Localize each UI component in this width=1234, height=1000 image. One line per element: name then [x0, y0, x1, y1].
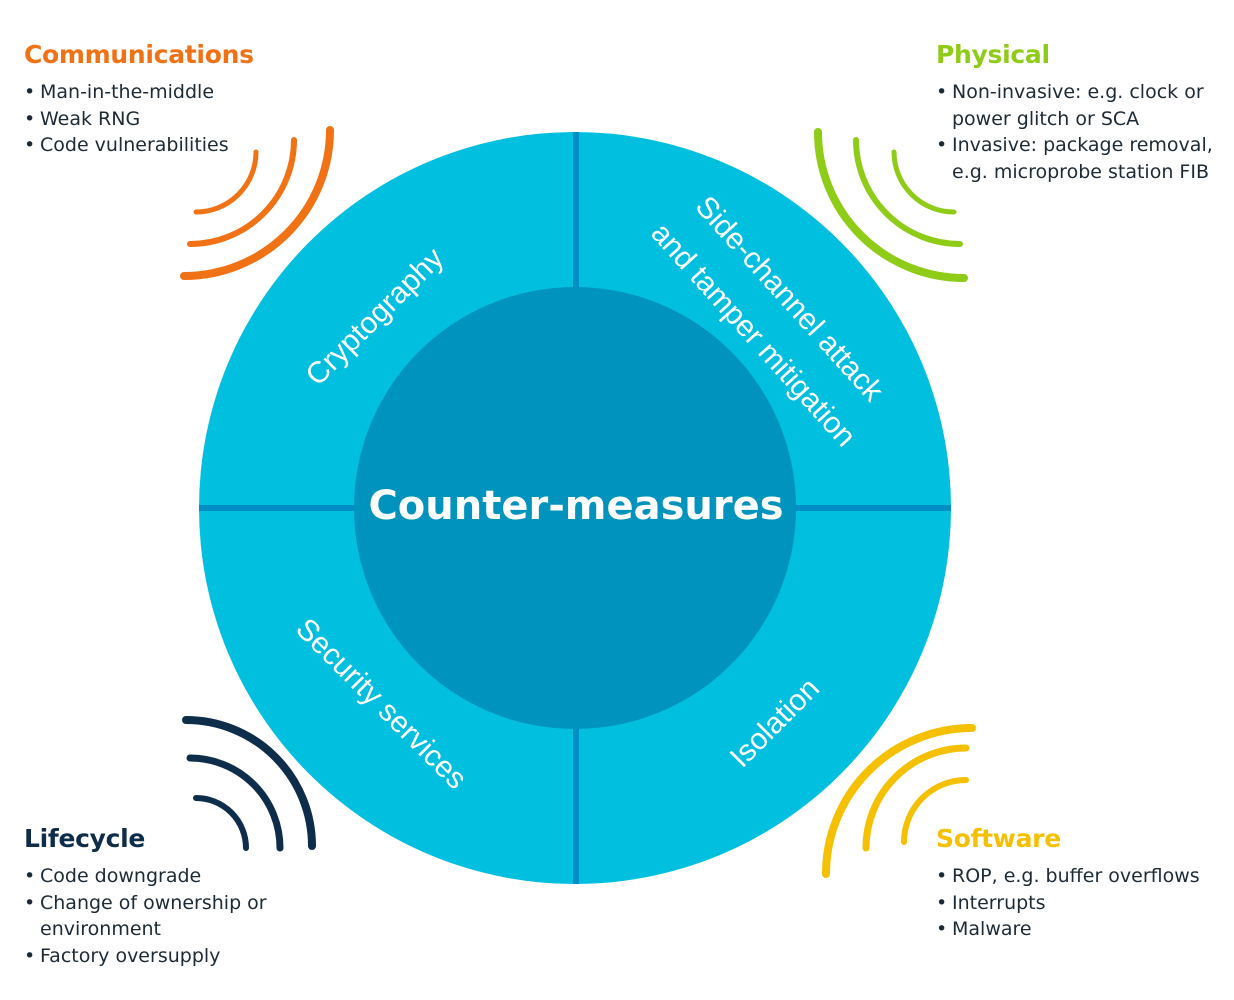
list-item: Invasive: package removal, e.g. micropro…	[936, 132, 1234, 185]
lifecycle-signal-icon	[182, 716, 316, 852]
physical-signal-icon	[814, 128, 968, 282]
physical-signal-arc-small	[891, 149, 957, 215]
communications-signal-icon	[180, 126, 334, 280]
list-item: Change of ownership or environment	[24, 890, 334, 943]
list-item: Factory oversupply	[24, 943, 334, 970]
communications-list: Man-in-the-middle Weak RNG Code vulnerab…	[24, 79, 334, 159]
list-item: Malware	[936, 916, 1234, 943]
software-signal-arc-large	[822, 724, 976, 878]
list-item: Weak RNG	[24, 106, 334, 133]
communications-signal-arc-small	[193, 149, 259, 215]
list-item: Non-invasive: e.g. clock or power glitch…	[936, 79, 1234, 132]
lifecycle-panel: Lifecycle Code downgrade Change of owner…	[24, 824, 334, 969]
lifecycle-signal-arc-large	[182, 716, 316, 850]
physical-signal-arc-large	[814, 128, 968, 282]
software-signal-arc-small	[901, 777, 969, 845]
lifecycle-signal-arc-medium	[186, 754, 284, 852]
communications-signal-arc-medium	[187, 137, 297, 247]
list-item: Man-in-the-middle	[24, 79, 334, 106]
center-label: Counter-measures	[368, 483, 783, 529]
communications-panel: Communications Man-in-the-middle Weak RN…	[24, 40, 334, 159]
list-item: Code vulnerabilities	[24, 132, 334, 159]
physical-signal-arc-medium	[853, 137, 963, 247]
lifecycle-title: Lifecycle	[24, 824, 146, 853]
software-signal-arc-medium	[862, 744, 970, 852]
software-signal-icon	[822, 724, 976, 878]
lifecycle-signal-arc-small	[193, 795, 249, 851]
communications-signal-arc-large	[180, 126, 334, 280]
software-panel: Software ROP, e.g. buffer overflows Inte…	[936, 824, 1234, 943]
physical-title: Physical	[936, 40, 1050, 69]
physical-list: Non-invasive: e.g. clock or power glitch…	[936, 79, 1234, 185]
software-list: ROP, e.g. buffer overflows Interrupts Ma…	[936, 863, 1234, 943]
lifecycle-list: Code downgrade Change of ownership or en…	[24, 863, 334, 969]
communications-title: Communications	[24, 40, 254, 69]
list-item: Interrupts	[936, 890, 1234, 917]
list-item: ROP, e.g. buffer overflows	[936, 863, 1234, 890]
list-item: Code downgrade	[24, 863, 334, 890]
software-title: Software	[936, 824, 1061, 853]
physical-panel: Physical Non-invasive: e.g. clock or pow…	[936, 40, 1234, 185]
inner-circle	[354, 287, 796, 729]
